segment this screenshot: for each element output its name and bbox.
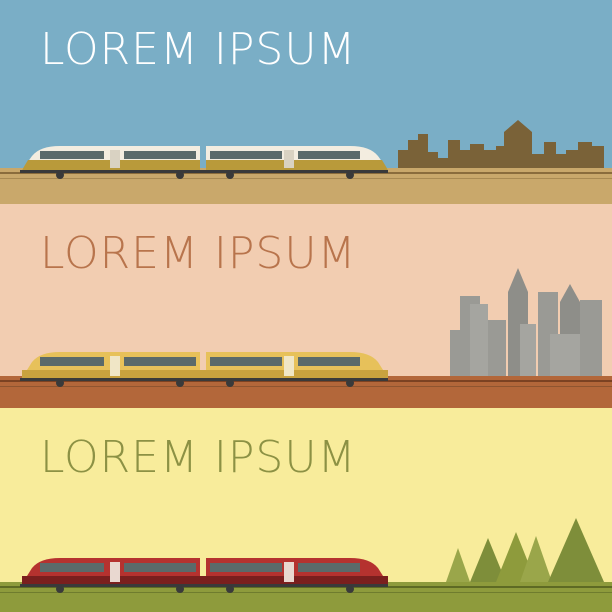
banner-forest: LOREM IPSUM xyxy=(0,408,612,612)
town-skyline-icon xyxy=(398,120,604,168)
forest-trees-icon xyxy=(446,518,604,582)
banner-city-scene xyxy=(0,204,612,408)
banner-forest-scene xyxy=(0,408,612,612)
city-skyline-icon xyxy=(450,268,602,376)
rail-track-lower xyxy=(0,178,612,179)
banner-title: LOREM IPSUM xyxy=(40,24,357,75)
rail-track-lower xyxy=(0,386,612,387)
train-cream xyxy=(20,146,388,179)
banner-title: LOREM IPSUM xyxy=(40,432,357,483)
banner-town: LOREM IPSUM xyxy=(0,0,612,204)
banner-city: LOREM IPSUM xyxy=(0,204,612,408)
banner-title: LOREM IPSUM xyxy=(40,228,357,279)
train-yellow xyxy=(20,352,388,387)
banner-town-scene xyxy=(0,0,612,204)
train-red xyxy=(20,558,388,593)
rail-track-lower xyxy=(0,592,612,593)
